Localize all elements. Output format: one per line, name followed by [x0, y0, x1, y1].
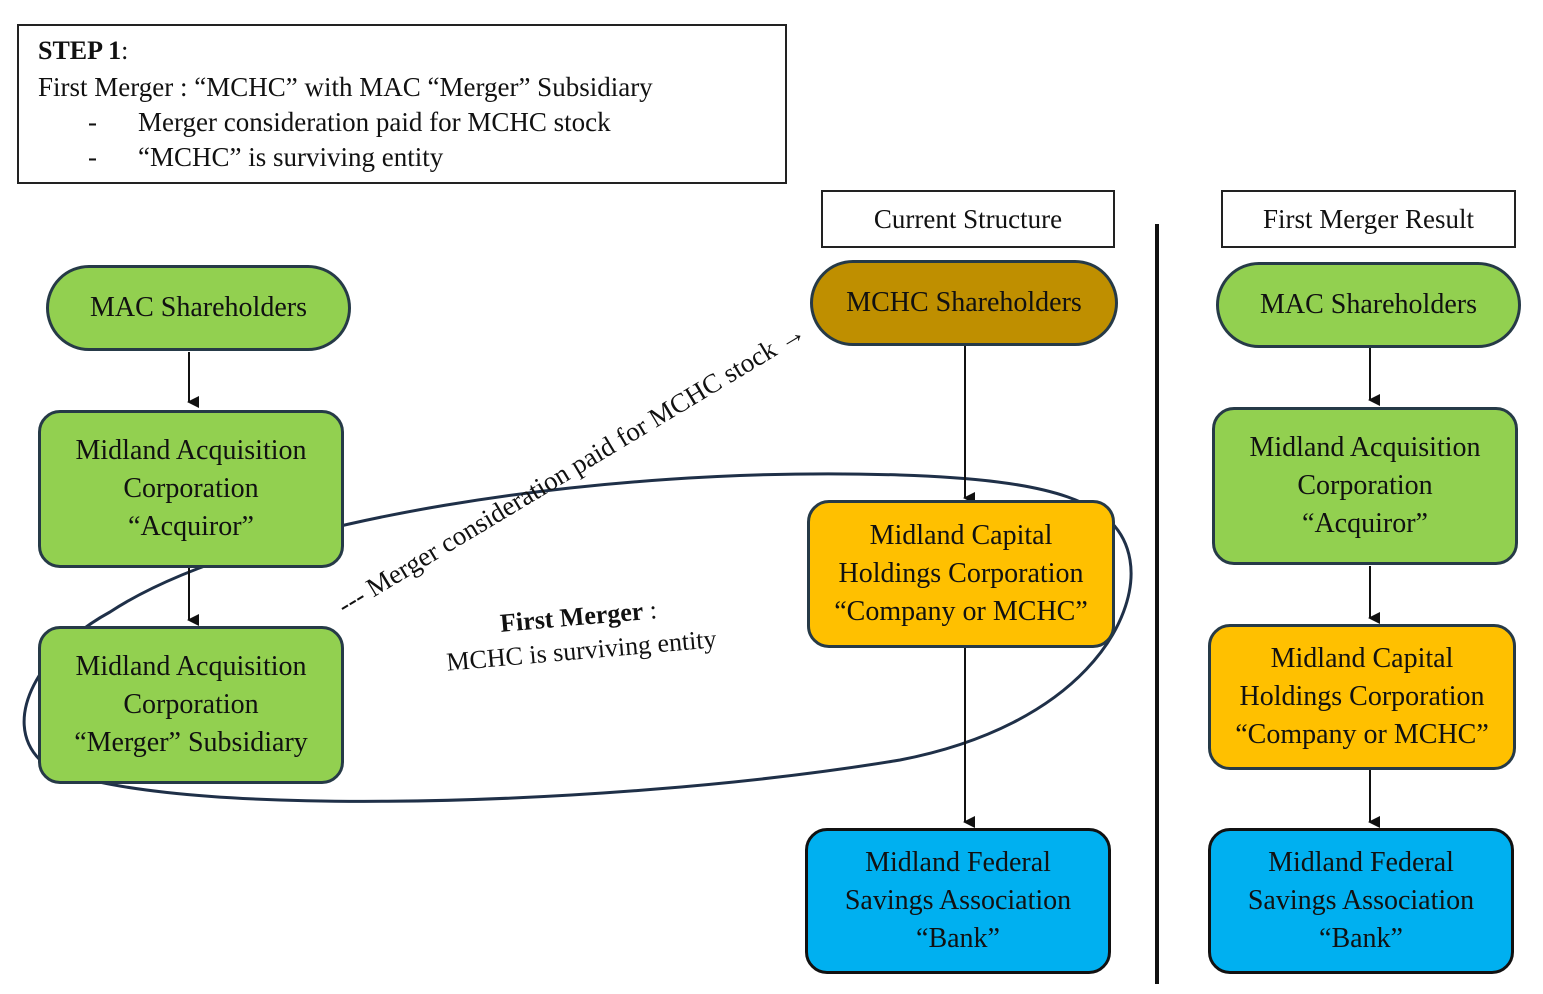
- node-label-line: “Bank”: [916, 923, 1000, 954]
- node-label: MCHC Shareholders: [846, 287, 1082, 318]
- first-merger-note-colon: :: [641, 595, 659, 626]
- node-label-line: Corporation: [123, 689, 259, 720]
- mac-shareholders-node: MAC Shareholders: [46, 265, 351, 351]
- node-label-line: Midland Acquisition: [75, 651, 307, 682]
- result-company-node: Midland Capital Holdings Corporation “Co…: [1208, 624, 1516, 770]
- node-label-line: Midland Capital: [1270, 643, 1454, 674]
- node-label-line: “Company or MCHC”: [1235, 719, 1489, 750]
- result-bank-node: Midland Federal Savings Association “Ban…: [1208, 828, 1514, 974]
- step-summary: First Merger : “MCHC” with MAC “Merger” …: [38, 72, 653, 102]
- node-label: MAC Shareholders: [90, 292, 307, 323]
- node-label-line: Midland Federal: [865, 847, 1051, 878]
- bullet-dash: -: [88, 107, 97, 137]
- result-acquiror-node: Midland Acquisition Corporation “Acquiro…: [1212, 407, 1518, 565]
- merger-subsidiary-node: Midland Acquisition Corporation “Merger”…: [38, 626, 344, 784]
- node-label-line: “Merger” Subsidiary: [74, 727, 308, 758]
- step-title: STEP 1:: [38, 36, 128, 66]
- acquiror-node: Midland Acquisition Corporation “Acquiro…: [38, 410, 344, 568]
- node-label-line: Holdings Corporation: [838, 558, 1084, 589]
- step-description-box: [17, 24, 787, 184]
- node-label-line: “Acquiror”: [1302, 508, 1428, 539]
- bullet-surviving: “MCHC” is surviving entity: [138, 142, 444, 172]
- node-label-line: Savings Association: [1247, 885, 1475, 916]
- node-label-line: “Bank”: [1319, 923, 1403, 954]
- column-divider: [1155, 224, 1159, 984]
- company-node: Midland Capital Holdings Corporation “Co…: [807, 500, 1115, 648]
- node-label-line: Savings Association: [844, 885, 1072, 916]
- node-label-line: Corporation: [123, 473, 259, 504]
- node-label: MAC Shareholders: [1260, 289, 1477, 320]
- node-label-line: Midland Acquisition: [75, 435, 307, 466]
- node-label-line: Corporation: [1297, 470, 1433, 501]
- result-mac-shareholders-node: MAC Shareholders: [1216, 262, 1521, 348]
- step-title-label: STEP 1: [38, 36, 122, 65]
- step-title-colon: :: [121, 36, 129, 65]
- mchc-shareholders-node: MCHC Shareholders: [810, 260, 1118, 346]
- node-label-line: Midland Federal: [1268, 847, 1454, 878]
- bullet-consideration: Merger consideration paid for MCHC stock: [138, 107, 611, 137]
- bullet-dash: -: [88, 142, 97, 172]
- node-label-line: “Acquiror”: [128, 511, 254, 542]
- bank-node: Midland Federal Savings Association “Ban…: [805, 828, 1111, 974]
- node-label-line: Holdings Corporation: [1239, 681, 1485, 712]
- node-label-line: Midland Acquisition: [1249, 432, 1481, 463]
- first-merger-result-header: First Merger Result: [1221, 190, 1516, 248]
- node-label-line: “Company or MCHC”: [834, 596, 1088, 627]
- current-structure-header: Current Structure: [821, 190, 1115, 248]
- node-label-line: Midland Capital: [869, 520, 1053, 551]
